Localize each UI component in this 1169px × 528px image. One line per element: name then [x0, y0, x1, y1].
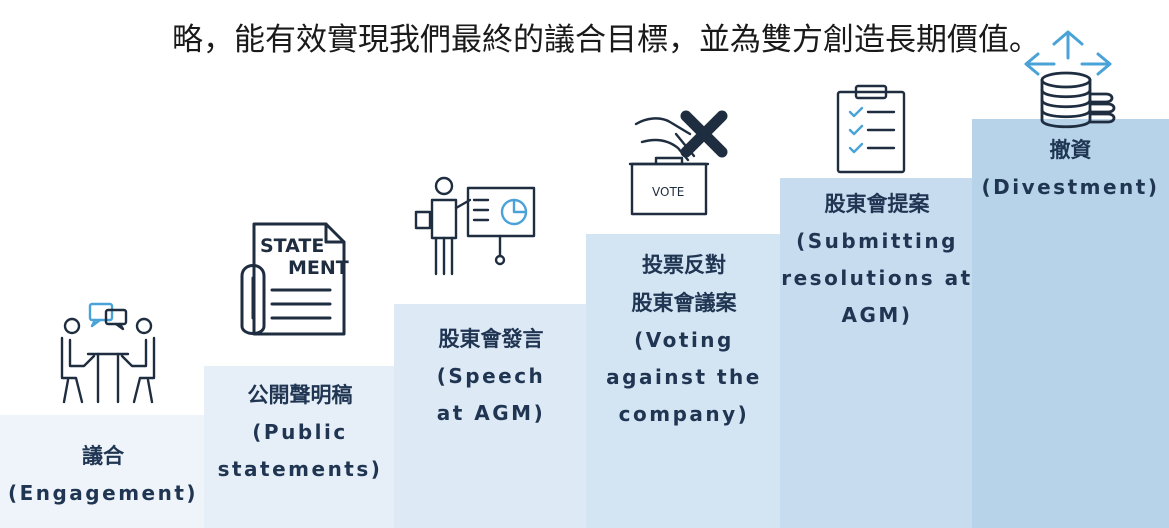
step-voting-against-zh-1: 投票反對 — [642, 253, 726, 277]
step-divestment-label: 撤資 (Divestment) — [972, 131, 1169, 206]
step-speech-at-agm: 股東會發言 (Speech at AGM) — [394, 304, 588, 528]
step-public-statements-en-2: statements) — [217, 457, 383, 481]
step-engagement-en: (Engagement) — [7, 481, 199, 505]
step-engagement-label: 議合 (Engagement) — [0, 437, 206, 512]
step-voting-against-zh-2: 股東會議案 — [631, 291, 737, 315]
presentation-icon — [410, 174, 544, 278]
divestment-coins-icon — [1008, 28, 1128, 138]
vote-text: VOTE — [652, 185, 684, 199]
step-speech-at-agm-en-2: at AGM) — [436, 401, 546, 425]
statement-text-line2: MENT — [288, 257, 349, 279]
step-submitting-resolutions-label: 股東會提案 (Submitting resolutions at AGM) — [780, 185, 974, 334]
step-speech-at-agm-label: 股東會發言 (Speech at AGM) — [394, 320, 588, 432]
step-divestment: 撤資 (Divestment) — [972, 119, 1169, 528]
step-public-statements: 公開聲明稿 (Public statements) — [204, 366, 396, 528]
statement-document-icon: STATE MENT — [232, 218, 356, 340]
statement-text-line1: STATE — [260, 235, 324, 257]
step-engagement: 議合 (Engagement) — [0, 415, 206, 528]
step-engagement-zh: 議合 — [82, 444, 124, 468]
vote-box-icon: VOTE — [616, 108, 740, 220]
step-speech-at-agm-en-1: (Speech — [436, 364, 546, 388]
step-public-statements-zh: 公開聲明稿 — [247, 383, 353, 407]
step-voting-against-label: 投票反對 股東會議案 (Voting against the company) — [586, 246, 782, 433]
step-divestment-zh: 撤資 — [1049, 138, 1092, 162]
headline-text: 略，能有效實現我們最終的議合目標，並為雙方創造長期價值。 — [172, 22, 1040, 58]
step-divestment-en: (Divestment) — [981, 175, 1160, 199]
step-submitting-resolutions-en-3: AGM) — [841, 303, 913, 327]
step-voting-against-en-1: (Voting — [634, 328, 734, 352]
step-public-statements-label: 公開聲明稿 (Public statements) — [204, 376, 396, 488]
step-submitting-resolutions-zh: 股東會提案 — [824, 192, 930, 216]
step-public-statements-en-1: (Public — [252, 420, 348, 444]
step-voting-against-en-3: company) — [618, 402, 750, 426]
clipboard-checklist-icon — [830, 82, 912, 176]
step-submitting-resolutions-en-1: (Submitting — [796, 229, 958, 253]
step-voting-against-en-2: against the — [606, 365, 762, 389]
step-speech-at-agm-zh: 股東會發言 — [438, 327, 544, 351]
meeting-icon — [48, 298, 168, 408]
step-submitting-resolutions: 股東會提案 (Submitting resolutions at AGM) — [780, 178, 974, 528]
step-submitting-resolutions-en-2: resolutions at — [781, 266, 973, 290]
step-voting-against: 投票反對 股東會議案 (Voting against the company) — [586, 234, 782, 528]
